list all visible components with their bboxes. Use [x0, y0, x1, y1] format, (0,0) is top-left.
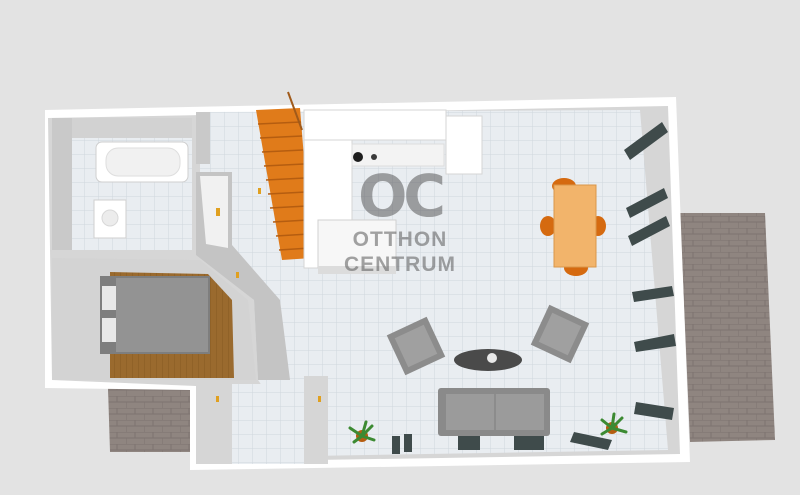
radiators-right: [624, 122, 676, 420]
stove-icon: [353, 152, 377, 162]
armchair-icon: [386, 304, 590, 376]
terrace-right: [680, 213, 775, 442]
storage-room: [196, 376, 328, 464]
sofa-icon: [438, 388, 550, 436]
dining-table-icon: [540, 178, 606, 276]
door-handle: [216, 208, 220, 216]
terrace-bottom-left: [108, 388, 190, 452]
bathtub-icon: [95, 141, 189, 183]
coffee-table-icon: [454, 349, 522, 371]
sink-icon: [93, 199, 127, 239]
bathroom: [52, 118, 192, 250]
small-room: [196, 112, 252, 164]
corridor: [196, 172, 290, 380]
door-icon: [216, 188, 321, 402]
plant-icon: [348, 412, 628, 444]
kitchen-island: [317, 219, 397, 274]
radiators-bottom: [392, 432, 612, 454]
bed-icon: [100, 276, 210, 354]
staircase-icon: [256, 91, 312, 260]
